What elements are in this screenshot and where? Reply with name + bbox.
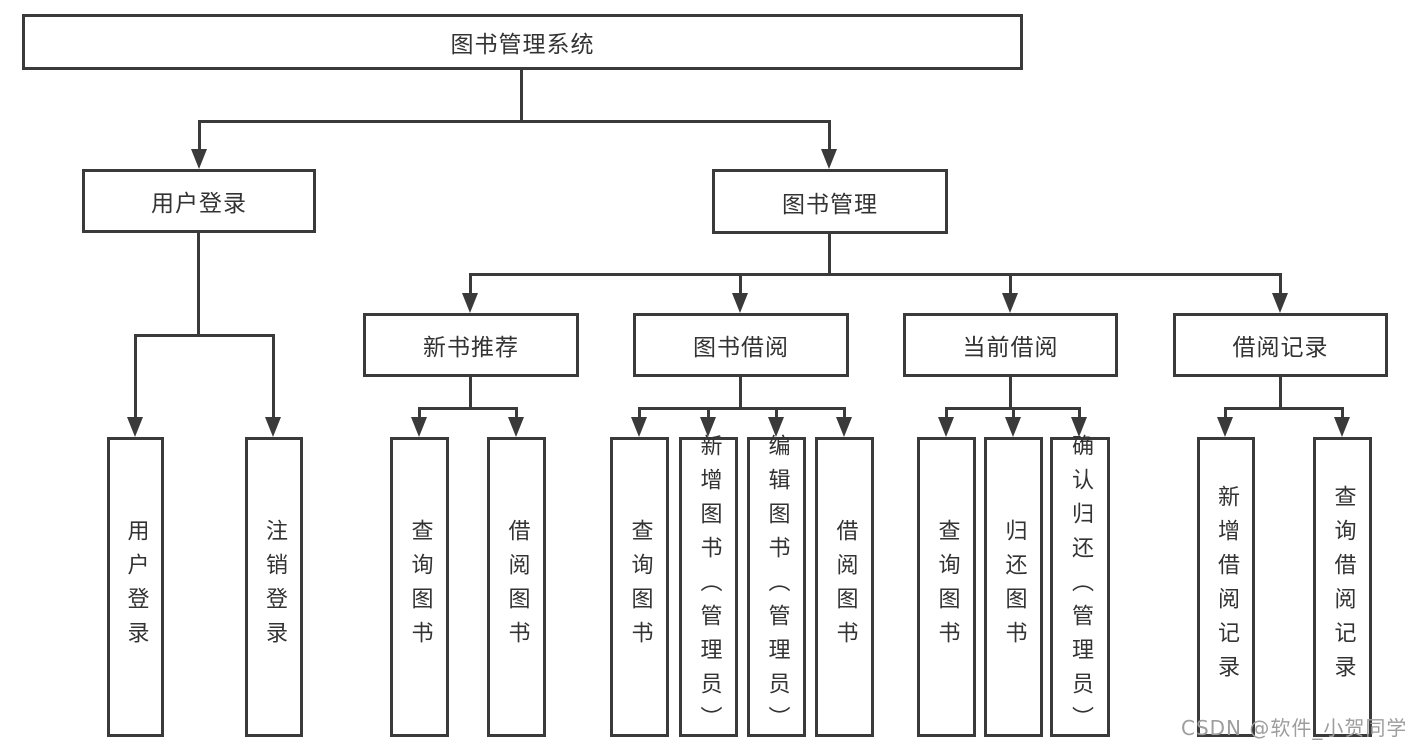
leaf-logout: 注销登录 (245, 437, 303, 737)
connector-user-login-stem (197, 232, 200, 336)
connector-new-books-bar (418, 407, 518, 410)
connector-to-leaf-login (134, 334, 137, 419)
connector-to-leaf-logout (272, 334, 275, 419)
connector-nb-leaf1 (515, 407, 518, 419)
connector-records-stem (1279, 376, 1282, 409)
leaf-br-query-record: 查询借阅记录 (1313, 437, 1372, 737)
arrowhead-cb-leaf0 (938, 417, 954, 437)
node-book-mgmt: 图书管理 (712, 169, 948, 234)
leaf-bb-add-books-admin-label: 新增图书（管理员） (696, 434, 722, 740)
node-new-books-label: 新书推荐 (423, 335, 519, 361)
leaf-bb-borrow-books-label: 借阅图书 (832, 519, 858, 655)
leaf-nb-query-books-label: 查询图书 (407, 519, 433, 655)
arrowhead-leaf-login (127, 417, 143, 437)
arrowhead-records (1272, 293, 1288, 313)
arrowhead-user-login (191, 149, 207, 169)
arrowhead-nb-leaf0 (411, 417, 427, 437)
connector-new-books-stem (469, 376, 472, 409)
arrowhead-nb-leaf1 (508, 417, 524, 437)
connector-br-leaf0 (1224, 407, 1227, 419)
connector-book-mgmt-stem (828, 233, 831, 275)
node-records: 借阅记录 (1173, 313, 1388, 377)
node-borrowing-label: 图书借阅 (693, 335, 789, 361)
connector-current-stem (1009, 376, 1012, 409)
connector-root-bar (198, 120, 831, 123)
leaf-cb-query-books-label: 查询图书 (934, 519, 960, 655)
arrowhead-borrowing (732, 293, 748, 313)
connector-bb-leaf3 (843, 407, 846, 419)
connector-book-mgmt-bar (469, 273, 1282, 276)
node-current-label: 当前借阅 (962, 335, 1059, 361)
connector-to-new-books (469, 273, 472, 295)
arrowhead-current (1002, 293, 1018, 313)
connector-bb-leaf2 (775, 407, 778, 419)
leaf-bb-query-books: 查询图书 (610, 437, 669, 737)
arrowhead-bb-leaf3 (836, 417, 852, 437)
arrowhead-bb-leaf2 (768, 417, 784, 437)
connector-cb-leaf0 (945, 407, 948, 419)
leaf-nb-query-books: 查询图书 (390, 437, 449, 737)
arrowhead-bb-leaf1 (700, 417, 716, 437)
arrowhead-cb-leaf2 (1071, 417, 1087, 437)
watermark: CSDN @软件_小贺同学 (1181, 716, 1405, 740)
connector-br-leaf1 (1341, 407, 1344, 419)
leaf-bb-borrow-books: 借阅图书 (815, 437, 874, 737)
connector-to-book-mgmt (828, 120, 831, 151)
node-records-label: 借阅记录 (1232, 335, 1329, 361)
leaf-logout-label: 注销登录 (262, 519, 287, 655)
connector-to-borrowing (739, 273, 742, 295)
leaf-br-query-record-label: 查询借阅记录 (1330, 485, 1356, 689)
connector-nb-leaf0 (418, 407, 421, 419)
arrowhead-br-leaf1 (1334, 417, 1350, 437)
leaf-user-login-label: 用户登录 (123, 519, 149, 655)
connector-root-stem (520, 69, 523, 122)
node-user-login: 用户登录 (82, 169, 316, 233)
leaf-cb-return-books: 归还图书 (984, 437, 1043, 737)
node-root-label: 图书管理系统 (450, 32, 595, 58)
arrowhead-cb-leaf1 (1005, 417, 1021, 437)
leaf-nb-borrow-books: 借阅图书 (487, 437, 546, 737)
arrowhead-br-leaf0 (1217, 417, 1233, 437)
connector-to-user-login (198, 120, 201, 151)
connector-to-records (1279, 273, 1282, 295)
node-book-mgmt-label: 图书管理 (782, 191, 878, 218)
leaf-cb-confirm-return-admin-label: 确认归还（管理员） (1068, 434, 1093, 740)
arrowhead-book-mgmt (821, 149, 837, 169)
leaf-bb-add-books-admin: 新增图书（管理员） (679, 434, 738, 740)
connector-cb-leaf1 (1012, 407, 1015, 419)
connector-cb-leaf2 (1078, 407, 1081, 419)
connector-to-current (1009, 273, 1012, 295)
node-root-system: 图书管理系统 (22, 14, 1023, 70)
node-new-books: 新书推荐 (363, 313, 579, 377)
leaf-br-add-record: 新增借阅记录 (1197, 437, 1255, 737)
leaf-bb-edit-books-admin: 编辑图书（管理员） (747, 434, 806, 740)
connector-records-bar (1224, 407, 1344, 410)
leaf-br-add-record-label: 新增借阅记录 (1214, 485, 1239, 689)
leaf-cb-confirm-return-admin: 确认归还（管理员） (1050, 434, 1110, 740)
leaf-cb-return-books-label: 归还图书 (1001, 519, 1027, 655)
node-borrowing: 图书借阅 (633, 313, 849, 377)
connector-borrowing-stem (739, 376, 742, 409)
leaf-cb-query-books: 查询图书 (917, 437, 976, 737)
arrowhead-leaf-logout (265, 417, 281, 437)
node-current: 当前借阅 (903, 313, 1118, 377)
node-user-login-label: 用户登录 (151, 191, 247, 217)
connector-borrowing-bar (638, 407, 846, 410)
leaf-bb-query-books-label: 查询图书 (627, 519, 653, 655)
connector-user-login-bar (134, 334, 275, 337)
leaf-nb-borrow-books-label: 借阅图书 (504, 519, 530, 655)
leaf-bb-edit-books-admin-label: 编辑图书（管理员） (764, 434, 790, 740)
leaf-user-login: 用户登录 (107, 437, 164, 737)
arrowhead-new-books (462, 293, 478, 313)
arrowhead-bb-leaf0 (631, 417, 647, 437)
connector-bb-leaf0 (638, 407, 641, 419)
connector-bb-leaf1 (707, 407, 710, 419)
